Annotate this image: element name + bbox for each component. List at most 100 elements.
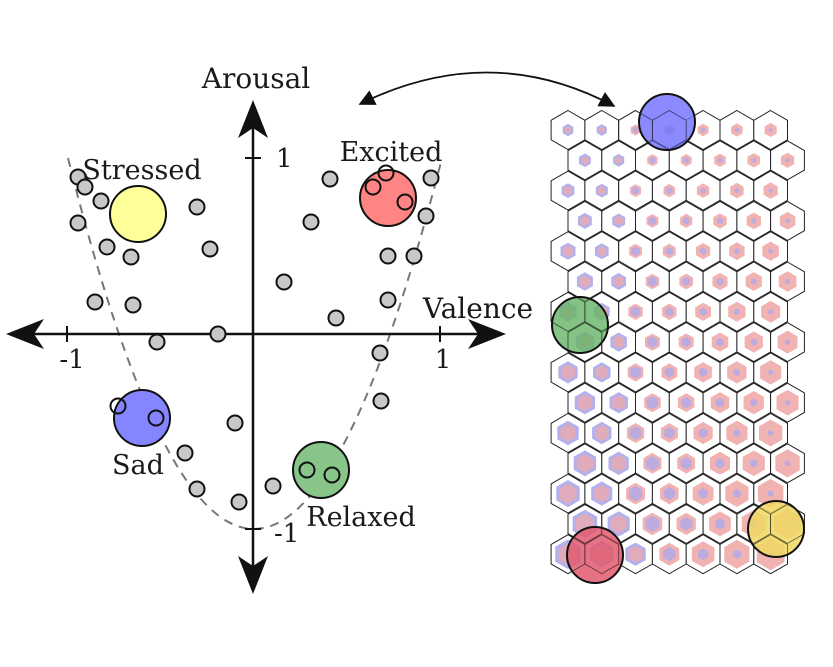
map-hex-inner: [610, 514, 627, 534]
data-point: [188, 480, 206, 498]
map-hex-inner: [680, 457, 692, 470]
map-hex-inner: [699, 367, 708, 377]
map-hex-outline: [567, 503, 603, 544]
map-hex-inner: [663, 547, 676, 562]
map-hex-inner: [581, 156, 589, 165]
map-hex-inner: [698, 548, 709, 561]
data-point: [327, 309, 345, 327]
map-hex-inner: [646, 396, 659, 410]
map-hex-inner: [680, 517, 693, 531]
arousal-bottom-arrowhead: [238, 556, 268, 594]
valence-axis-label: Valence: [422, 292, 533, 325]
map-hex-inner: [647, 336, 658, 348]
map-hex-inner: [614, 216, 623, 226]
map-hex-inner: [597, 186, 606, 195]
relaxed-region: [292, 441, 350, 499]
map-hex-outline: [584, 291, 620, 332]
map-hex-inner: [750, 338, 757, 346]
data-point: [122, 248, 140, 266]
map-hex-inner: [665, 247, 673, 256]
map-hex-inner: [649, 156, 656, 164]
map-hex-inner: [785, 158, 790, 163]
map-hex-inner: [630, 366, 641, 379]
data-point: [92, 192, 110, 210]
data-point: [417, 207, 435, 225]
map-sad-region: [638, 93, 696, 151]
sad-label: Sad: [112, 450, 164, 481]
excited-region: [359, 169, 417, 227]
map-hex-inner: [751, 217, 757, 224]
map-hex-inner: [560, 424, 576, 442]
map-hex-inner: [734, 187, 740, 194]
tick-label-x-pos: 1: [435, 345, 452, 375]
data-point: [396, 193, 414, 211]
map-hex-inner: [699, 247, 707, 255]
map-hex-inner: [645, 515, 660, 532]
map-hex-inner: [716, 277, 724, 286]
map-hex-inner: [628, 545, 643, 563]
hexagonal-map-overlay: [550, 110, 805, 575]
map-hex-inner: [734, 127, 740, 133]
map-hex-inner: [664, 427, 675, 439]
data-point: [201, 240, 219, 258]
parabola-curve: [67, 157, 443, 530]
map-hex-inner: [579, 275, 591, 288]
tick-label-y-pos: 1: [276, 144, 293, 174]
data-point: [275, 273, 293, 291]
map-hex-inner: [648, 216, 657, 226]
map-hex-outline: [770, 503, 805, 544]
data-point: [148, 333, 166, 351]
data-point: [147, 409, 165, 427]
map-hex-inner: [632, 186, 639, 195]
data-point: [86, 293, 104, 311]
map-hex-inner: [785, 339, 790, 345]
map-hex-inner: [699, 307, 707, 316]
map-hex-inner: [630, 306, 641, 318]
data-point: [323, 466, 341, 484]
data-point: [379, 247, 397, 265]
map-hex-inner: [683, 157, 690, 164]
map-hex-inner: [785, 218, 790, 224]
data-point: [372, 392, 390, 410]
map-hex-inner: [750, 278, 757, 285]
map-hex-inner: [750, 398, 758, 407]
map-hex-inner: [594, 425, 609, 441]
map-hex-inner: [681, 337, 691, 348]
sad-region: [113, 389, 171, 447]
arousal-axis-label: Arousal: [201, 62, 311, 95]
map-hex-inner: [784, 460, 791, 467]
map-hex-inner: [598, 126, 605, 134]
map-hex-inner: [631, 246, 640, 256]
map-hex-inner: [768, 309, 773, 315]
map-hex-inner: [733, 489, 741, 498]
map-hex-inner: [717, 157, 723, 164]
data-point: [230, 493, 248, 511]
tick-label-y-neg: -1: [274, 519, 299, 549]
map-hex-inner: [665, 307, 674, 317]
data-point: [209, 325, 227, 343]
data-point: [321, 170, 339, 188]
map-hex-inner: [768, 188, 773, 193]
map-hex-inner: [681, 397, 692, 409]
map-hex-inner: [732, 549, 741, 559]
map-hex-inner: [648, 276, 657, 287]
map-hex-inner: [733, 308, 740, 316]
map-hex-inner: [628, 485, 643, 502]
map-hex-inner: [576, 453, 594, 473]
map-hex-outline: [584, 534, 620, 575]
map-hex-inner: [785, 278, 790, 285]
stressed-label: Stressed: [82, 155, 201, 186]
data-point: [405, 247, 423, 265]
map-hex-inner: [562, 245, 574, 258]
data-point: [264, 477, 282, 495]
map-hex-inner: [768, 430, 774, 436]
map-hex-inner: [734, 248, 740, 255]
map-hex-inner: [700, 187, 706, 194]
map-hex-inner: [751, 157, 757, 163]
data-point: [302, 213, 320, 231]
map-hex-inner: [664, 367, 674, 378]
map-hex-inner: [594, 484, 610, 503]
mapping-arrow: [358, 71, 616, 107]
map-hex-inner: [768, 369, 774, 376]
map-hex-inner: [768, 248, 773, 254]
